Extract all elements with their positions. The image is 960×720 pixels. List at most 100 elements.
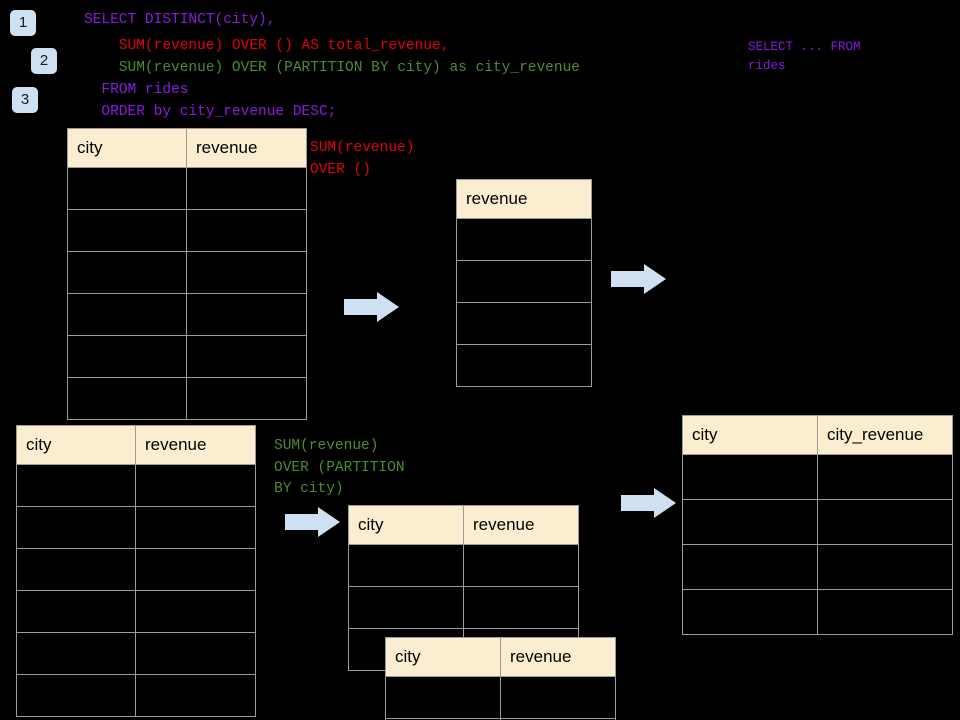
table-row [67,167,307,210]
column-header-revenue: revenue [463,505,579,545]
table-row [385,718,616,720]
table-body [16,464,256,717]
column-header-city: city [16,425,136,465]
cell-revenue [456,218,592,261]
table-body [682,454,953,635]
table-row [348,544,579,587]
cell-city [67,335,187,378]
cell-city [348,544,464,587]
table-row [456,218,592,261]
table-header-row: city revenue [16,425,256,465]
flow-arrow-2 [611,262,667,296]
cell-city [348,586,464,629]
arrow-right-icon [611,264,666,294]
table-row [16,590,256,633]
cell-revenue [500,676,616,719]
sql-line-sum-over-partition: SUM(revenue) OVER (PARTITION BY city) as… [84,60,580,76]
cell-revenue [186,335,307,378]
table-header-row: city revenue [348,505,579,545]
cell-city [67,293,187,336]
table-row [16,674,256,717]
table-header-row: revenue [456,179,592,219]
sql-line-from: FROM rides [84,82,189,98]
cell-revenue [463,586,579,629]
cell-city-revenue [817,454,953,500]
table-body [385,676,616,720]
table-total-revenue: revenue [456,179,592,387]
table-row [385,676,616,719]
cell-city [67,167,187,210]
table-row [16,506,256,549]
cell-revenue [456,302,592,345]
flow-arrow-4 [621,486,677,520]
table-row [16,632,256,675]
cell-city-revenue [817,589,953,635]
cell-revenue [135,548,256,591]
column-header-revenue: revenue [135,425,256,465]
step-badge-2[interactable]: 2 [31,48,57,74]
cell-revenue [186,167,307,210]
cell-city [67,209,187,252]
cell-city [67,251,187,294]
table-row [682,544,953,590]
step-badge-1[interactable]: 1 [10,10,36,36]
cell-city [16,464,136,507]
cell-revenue [500,718,616,720]
table-row [67,293,307,336]
cell-revenue [135,632,256,675]
cell-revenue [456,260,592,303]
table-body [67,167,307,420]
table-row [16,548,256,591]
cell-revenue [186,377,307,420]
table-row [16,464,256,507]
cell-city [16,506,136,549]
column-header-revenue: revenue [456,179,592,219]
cell-city [682,544,818,590]
sql-line-order-by: ORDER by city_revenue DESC; [84,104,337,120]
flow-arrow-3 [285,505,341,539]
arrow-right-icon [621,488,676,518]
cell-revenue [135,464,256,507]
cell-revenue [186,251,307,294]
table-row [67,251,307,294]
table-result: city city_revenue [682,415,953,635]
cell-revenue [186,293,307,336]
table-row [67,209,307,252]
column-header-city-revenue: city_revenue [817,415,953,455]
sql-line-sum-over-empty: SUM(revenue) OVER () AS total_revenue, [84,38,450,54]
cell-city [385,676,501,719]
cell-revenue [456,344,592,387]
sql-line-select-distinct: SELECT DISTINCT(city), [84,12,276,28]
cell-city [67,377,187,420]
column-header-city: city [67,128,187,168]
flow-arrow-1 [344,290,400,324]
table-row [682,589,953,635]
table-partition-front: city revenue [385,637,616,720]
column-header-revenue: revenue [186,128,307,168]
cell-city-revenue [817,544,953,590]
table-header-row: city revenue [67,128,307,168]
table-row [456,302,592,345]
cell-city [16,632,136,675]
note-select-from-rides: SELECT ... FROM rides [748,40,861,73]
cell-revenue [135,506,256,549]
table-row [682,454,953,500]
cell-revenue [186,209,307,252]
cell-revenue [135,674,256,717]
cell-city [682,499,818,545]
cell-city [682,454,818,500]
table-header-row: city revenue [385,637,616,677]
table-body [456,218,592,387]
column-header-city: city [385,637,501,677]
note-sum-over-partition: SUM(revenue) OVER (PARTITION BY city) [274,438,405,497]
cell-revenue [135,590,256,633]
cell-city-revenue [817,499,953,545]
table-header-row: city city_revenue [682,415,953,455]
cell-city [16,548,136,591]
column-header-city: city [348,505,464,545]
step-badge-3[interactable]: 3 [12,87,38,113]
table-row [67,335,307,378]
table-source-bottom: city revenue [16,425,256,717]
cell-revenue [463,544,579,587]
